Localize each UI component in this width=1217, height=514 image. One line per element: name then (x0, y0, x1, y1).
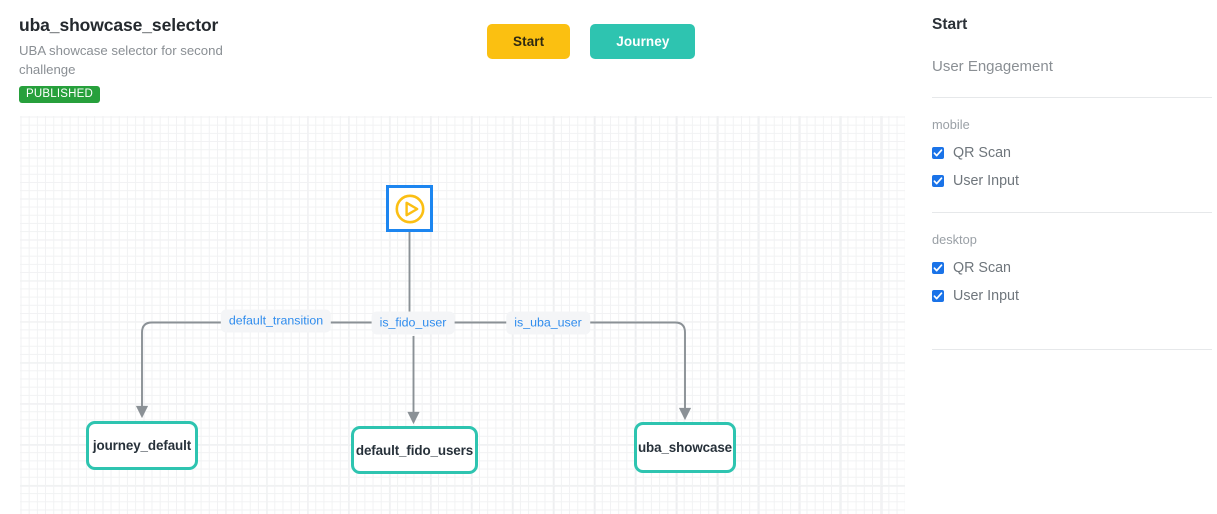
node-label: journey_default (92, 438, 192, 453)
checkbox-label: QR Scan (953, 260, 1012, 276)
checkbox-label: QR Scan (953, 145, 1012, 161)
edge-label-default-transition[interactable]: default_transition (220, 309, 332, 333)
divider (932, 349, 1212, 350)
sidebar-subtitle: User Engagement (932, 58, 1053, 75)
option-group-desktop: desktop QR Scan User Input (932, 231, 1212, 305)
divider (932, 97, 1212, 98)
node-uba-showcase[interactable]: uba_showcase (634, 422, 736, 473)
checkbox-row-mobile-qr-scan[interactable]: QR Scan (932, 144, 1212, 162)
play-circle-icon (395, 194, 424, 223)
checkbox-row-desktop-qr-scan[interactable]: QR Scan (932, 259, 1212, 277)
start-node[interactable] (386, 185, 433, 232)
node-journey-default[interactable]: journey_default (86, 421, 198, 470)
checkbox-checked-icon[interactable] (932, 262, 944, 274)
node-label: default_fido_users (355, 442, 474, 458)
checkbox-checked-icon[interactable] (932, 147, 944, 159)
node-label: uba_showcase (637, 440, 733, 455)
group-title-desktop: desktop (932, 232, 977, 247)
status-badge: PUBLISHED (19, 86, 100, 103)
checkbox-row-desktop-user-input[interactable]: User Input (932, 287, 1212, 305)
journey-button[interactable]: Journey (590, 24, 696, 59)
flow-canvas[interactable]: default_transition is_fido_user is_uba_u… (20, 116, 905, 514)
option-group-mobile: mobile QR Scan User Input (932, 116, 1212, 190)
checkbox-label: User Input (953, 173, 1019, 189)
node-default-fido-users[interactable]: default_fido_users (351, 426, 478, 474)
checkbox-label: User Input (953, 288, 1019, 304)
checkbox-checked-icon[interactable] (932, 290, 944, 302)
sidebar-title: Start (932, 16, 968, 33)
properties-sidebar: Start User Engagement mobile QR Scan Use… (932, 14, 1212, 350)
edge-is-uba-user (452, 321, 692, 421)
flow-header: uba_showcase_selector UBA showcase selec… (19, 14, 439, 103)
flow-description: UBA showcase selector for second challen… (19, 43, 223, 77)
toolbar: Start Journey (487, 24, 696, 59)
start-button[interactable]: Start (487, 24, 571, 59)
edge-label-is-fido-user[interactable]: is_fido_user (371, 311, 455, 335)
edge-default-transition (135, 321, 375, 419)
group-title-mobile: mobile (932, 117, 970, 132)
edge-layer (135, 232, 692, 425)
edge-label-is-uba-user[interactable]: is_uba_user (506, 311, 590, 335)
checkbox-checked-icon[interactable] (932, 175, 944, 187)
divider (932, 212, 1212, 213)
checkbox-row-mobile-user-input[interactable]: User Input (932, 172, 1212, 190)
page-title: uba_showcase_selector (19, 15, 219, 35)
